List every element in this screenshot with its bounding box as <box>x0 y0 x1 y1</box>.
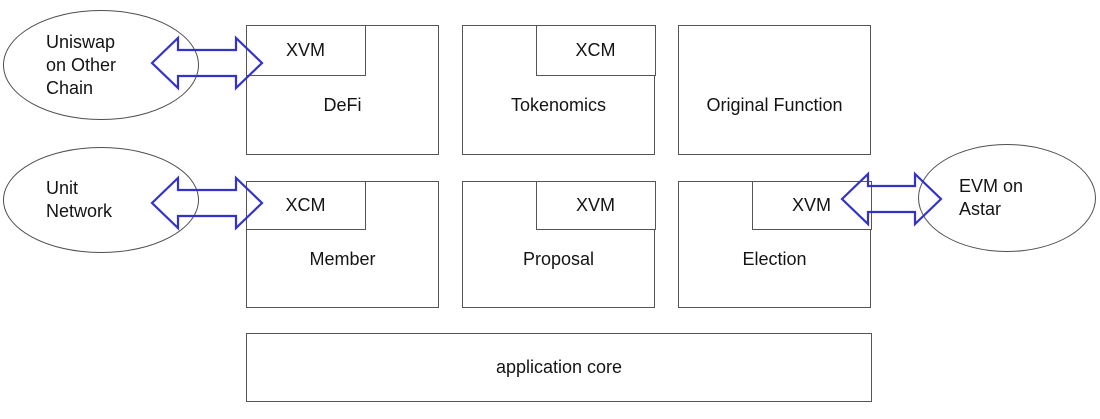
module-original-function-label: Original Function <box>706 95 843 115</box>
module-member-label: Member <box>309 249 376 269</box>
module-original-function: Original Function <box>678 25 871 155</box>
module-defi: XVM DeFi <box>245 24 439 155</box>
external-node-evm-astar: EVM on Astar <box>918 144 1096 252</box>
interface-tab-label: XCM <box>285 194 326 215</box>
interface-tab-election-xvm: XVM <box>751 180 872 230</box>
external-node-unit-network: Unit Network <box>3 147 199 253</box>
interface-tab-label: XVM <box>575 194 615 215</box>
external-node-uniswap: Uniswap on Other Chain <box>3 10 199 120</box>
module-defi-label: DeFi <box>323 95 362 115</box>
interface-tab-defi-xvm: XVM <box>245 24 366 76</box>
external-node-uniswap-label: Uniswap on Other Chain <box>46 31 117 98</box>
application-core-box: application core <box>246 333 872 402</box>
interface-tab-tokenomics-xcm: XCM <box>535 24 656 76</box>
application-core-label: application core <box>495 357 623 377</box>
module-member: XCM Member <box>245 180 439 308</box>
external-node-unit-network-label: Unit Network <box>46 178 113 221</box>
external-node-evm-astar-label: EVM on Astar <box>959 176 1024 219</box>
interface-tab-proposal-xvm: XVM <box>535 180 656 230</box>
module-proposal: XVM Proposal <box>462 180 656 308</box>
module-proposal-label: Proposal <box>522 249 595 269</box>
module-election: XVM Election <box>678 180 872 308</box>
interface-tab-label: XVM <box>285 39 325 60</box>
module-tokenomics: XCM Tokenomics <box>462 24 656 155</box>
module-tokenomics-label: Tokenomics <box>510 95 607 115</box>
module-election-label: Election <box>742 249 807 269</box>
interface-tab-label: XVM <box>791 194 831 215</box>
interface-tab-member-xcm: XCM <box>245 180 366 230</box>
interface-tab-label: XCM <box>575 39 616 60</box>
